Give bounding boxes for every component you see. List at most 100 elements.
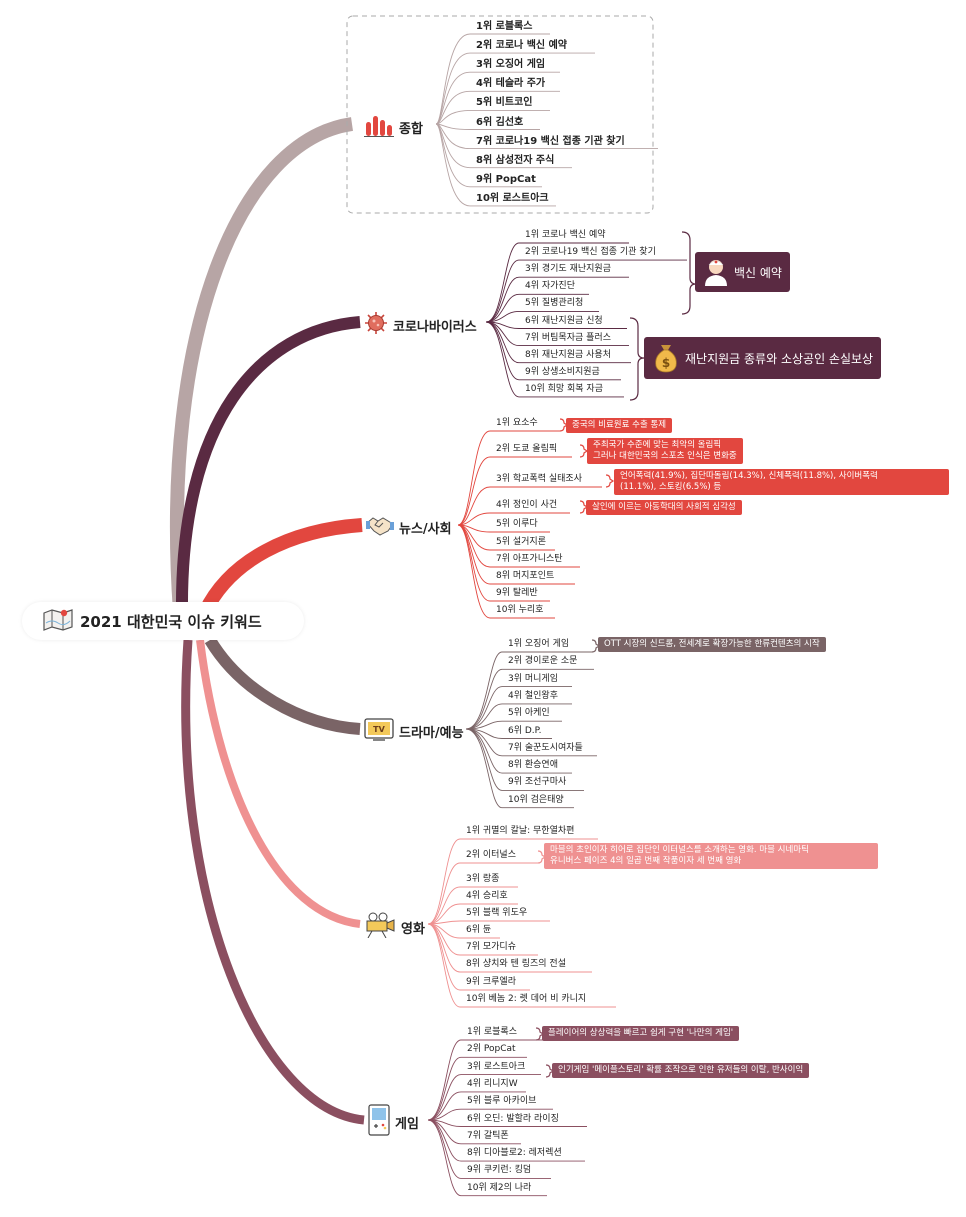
keyword-item-general[interactable]: 3위 오징어 게임 — [476, 59, 546, 71]
note-drama-1: OTT 시장의 신드롬, 전세계로 확장가능한 한류컨텐츠의 시작 — [598, 637, 826, 652]
keyword-item-news[interactable]: 9위 탈레반 — [496, 588, 538, 598]
keyword-item-movie[interactable]: 6위 듄 — [466, 925, 492, 935]
branch-line-news — [198, 518, 363, 616]
keyword-item-movie[interactable]: 2위 이터널스 — [466, 850, 516, 860]
callout-vaccine[interactable]: 백신 예약 — [695, 252, 790, 292]
note-line: 그러나 대한민국의 스포츠 인식은 변화중 — [593, 451, 737, 461]
keyword-item-movie[interactable]: 10위 베놈 2: 렛 데어 비 카니지 — [466, 994, 587, 1004]
map-icon — [42, 607, 74, 635]
keyword-item-game[interactable]: 6위 오딘: 발할라 라이징 — [467, 1113, 559, 1124]
keyword-item-corona[interactable]: 7위 버팀목자금 플러스 — [525, 332, 611, 343]
keyword-item-drama[interactable]: 6위 D.P. — [508, 725, 542, 736]
item-connector — [435, 109, 471, 125]
keyword-item-drama[interactable]: 9위 조선구마사 — [508, 777, 567, 788]
item-connector — [465, 703, 503, 730]
keyword-item-game[interactable]: 4위 리니지W — [467, 1078, 518, 1089]
keyword-item-game[interactable]: 7위 갈틱폰 — [467, 1130, 509, 1141]
branch-drama[interactable]: TV 드라마/예능 — [364, 717, 464, 745]
branch-general[interactable]: 종합 — [364, 113, 423, 141]
keyword-item-news[interactable]: 2위 도쿄 올림픽 — [496, 444, 558, 454]
keyword-item-corona[interactable]: 9위 상생소비지원금 — [525, 366, 600, 377]
keyword-item-game[interactable]: 10위 제2의 나라 — [467, 1182, 532, 1193]
keyword-item-game[interactable]: 5위 블루 아카이브 — [467, 1096, 537, 1107]
keyword-item-corona[interactable]: 5위 질병관리청 — [525, 298, 584, 309]
keyword-item-general[interactable]: 7위 코로나19 백신 접종 기관 찾기 — [476, 135, 625, 147]
keyword-item-corona[interactable]: 3위 경기도 재난지원금 — [525, 264, 611, 275]
note-line: 살인에 이르는 아동학대의 사회적 심각성 — [592, 502, 736, 512]
item-connector — [485, 276, 520, 323]
keyword-item-drama[interactable]: 4위 철인왕후 — [508, 690, 558, 701]
item-connector — [457, 486, 491, 526]
branch-movie[interactable]: 영화 — [364, 912, 425, 942]
keyword-item-game[interactable]: 9위 쿠키런: 킹덤 — [467, 1165, 532, 1176]
keyword-item-drama[interactable]: 3위 머니게임 — [508, 673, 558, 684]
keyword-item-drama[interactable]: 8위 환승연애 — [508, 760, 558, 771]
note-news-1: 중국의 비료원료 수출 통제 — [566, 418, 673, 433]
item-connector — [427, 1108, 462, 1121]
item-connector — [457, 524, 491, 602]
keyword-item-drama[interactable]: 1위 오징어 게임 — [508, 639, 570, 649]
keyword-item-news[interactable]: 8위 머지포인트 — [496, 571, 555, 581]
branch-news[interactable]: 뉴스/사회 — [366, 513, 452, 541]
branch-movie-label: 영화 — [401, 921, 425, 937]
keyword-item-drama[interactable]: 7위 술꾼도시여자들 — [508, 742, 583, 753]
keyword-item-corona[interactable]: 2위 코로나19 백신 접종 기관 찾기 — [525, 247, 656, 258]
keyword-item-news[interactable]: 3위 학교폭력 실태조사 — [496, 474, 582, 484]
doctor-icon — [703, 256, 729, 289]
keyword-item-game[interactable]: 8위 디아블로2: 레저렉션 — [467, 1148, 562, 1159]
money-bag-icon: $ — [652, 341, 680, 376]
keyword-item-general[interactable]: 2위 코로나 백신 예약 — [476, 40, 568, 52]
note-line: 인기게임 '메이플스토리' 확률 조작으로 인한 유저들의 이탈, 반사이익 — [558, 1065, 804, 1075]
branch-corona[interactable]: 코로나바이러스 — [364, 311, 477, 339]
keyword-item-movie[interactable]: 8위 샹치와 텐 링즈의 전설 — [466, 959, 566, 969]
keyword-item-news[interactable]: 4위 정인이 사건 — [496, 500, 558, 510]
keyword-item-movie[interactable]: 4위 승리호 — [466, 891, 508, 901]
item-connector — [485, 321, 520, 347]
keyword-item-game[interactable]: 1위 로블록스 — [467, 1027, 517, 1037]
keyword-item-general[interactable]: 6위 김선호 — [476, 116, 524, 128]
root-node[interactable]: 2021 대한민국 이슈 키워드 — [22, 602, 304, 640]
note-brace — [605, 474, 615, 488]
keyword-item-corona[interactable]: 6위 재난지원금 신청 — [525, 315, 603, 326]
keyword-item-game[interactable]: 2위 PopCat — [467, 1044, 516, 1055]
note-line: 플레이어의 상상력을 빠르고 쉽게 구현 '나만의 게임' — [548, 1028, 734, 1038]
keyword-item-drama[interactable]: 10위 검은태양 — [508, 794, 564, 805]
keyword-item-general[interactable]: 10위 로스트아크 — [476, 192, 549, 204]
branch-line-movie — [196, 639, 361, 928]
branch-line-drama — [204, 636, 361, 735]
item-connector — [457, 512, 491, 526]
keyword-item-news[interactable]: 7위 아프가니스탄 — [496, 554, 563, 564]
note-news-4: 살인에 이르는 아동학대의 사회적 심각성 — [586, 500, 742, 515]
keyword-item-general[interactable]: 8위 삼성전자 주식 — [476, 154, 555, 166]
item-connector — [485, 321, 520, 381]
keyword-item-movie[interactable]: 7위 모가디슈 — [466, 942, 516, 952]
keyword-item-movie[interactable]: 5위 블랙 위도우 — [466, 908, 528, 918]
branch-news-label: 뉴스/사회 — [399, 521, 452, 537]
keyword-item-corona[interactable]: 1위 코로나 백신 예약 — [525, 230, 606, 240]
keyword-item-corona[interactable]: 4위 자가진단 — [525, 281, 575, 292]
keyword-item-movie[interactable]: 1위 귀멸의 칼날: 무한열차편 — [466, 826, 575, 836]
keyword-item-movie[interactable]: 9위 크루엘라 — [466, 977, 516, 987]
item-connector — [427, 903, 461, 925]
keyword-item-drama[interactable]: 5위 아케인 — [508, 708, 550, 719]
keyword-item-movie[interactable]: 3위 랑종 — [466, 874, 500, 884]
note-brace — [579, 444, 589, 458]
branch-game[interactable]: 게임 — [368, 1104, 419, 1140]
note-line: 마블의 초인이자 히어로 집단인 이터널스를 소개하는 영화. 마블 시네마틱 — [550, 845, 809, 855]
keyword-item-news[interactable]: 5위 이루다 — [496, 519, 538, 529]
bracket-vaccine — [681, 231, 697, 315]
keyword-item-news[interactable]: 1위 요소수 — [496, 418, 538, 428]
keyword-item-general[interactable]: 5위 비트코인 — [476, 97, 533, 109]
keyword-item-corona[interactable]: 10위 희망 회복 자금 — [525, 383, 603, 394]
keyword-item-game[interactable]: 3위 로스트아크 — [467, 1061, 526, 1072]
keyword-item-corona[interactable]: 8위 재난지원금 사용처 — [525, 349, 611, 360]
keyword-item-general[interactable]: 1위 로블록스 — [476, 21, 533, 32]
keyword-item-general[interactable]: 9위 PopCat — [476, 173, 536, 185]
callout-disaster-fund[interactable]: $ 재난지원금 종류와 소상공인 손실보상 — [644, 337, 882, 379]
item-connector — [485, 310, 520, 323]
keyword-item-drama[interactable]: 2위 경이로운 소문 — [508, 656, 578, 667]
general-group-box — [346, 15, 654, 214]
keyword-item-news[interactable]: 10위 누리호 — [496, 605, 544, 615]
keyword-item-news[interactable]: 5위 설거지론 — [496, 537, 546, 547]
keyword-item-general[interactable]: 4위 테슬라 주가 — [476, 78, 546, 90]
